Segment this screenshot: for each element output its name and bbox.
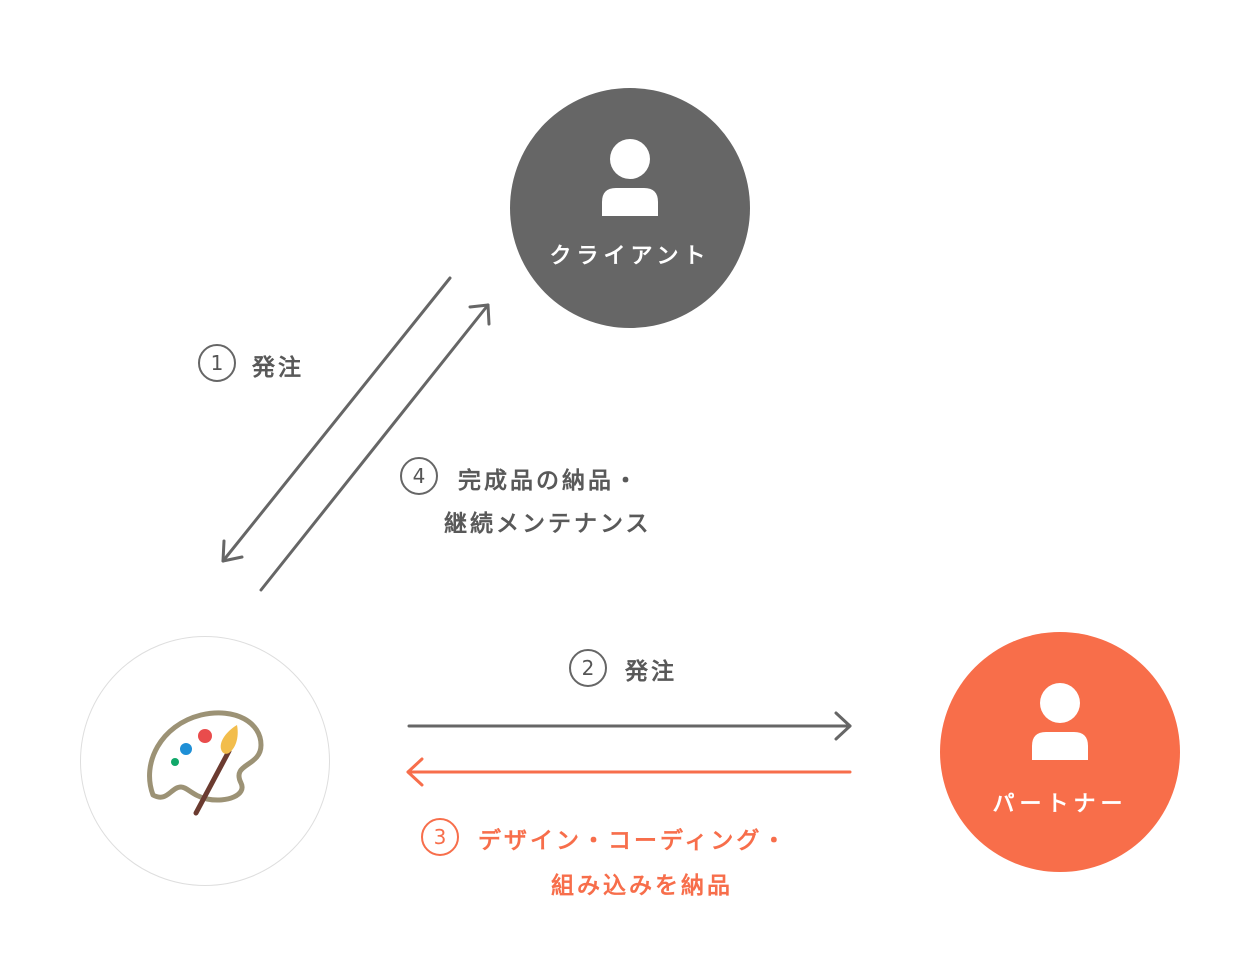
step-2-text: 発注 [625,659,677,685]
arrow-delivery-to-client [259,303,491,592]
step-4-number: 4 [400,457,438,495]
arrow-delivery-to-studio [406,757,852,787]
step-3-text-line2: 組み込みを納品 [551,873,733,899]
arrow-order-to-studio [221,276,452,563]
partner-node: パートナー [940,632,1180,872]
palette-icon [147,710,264,816]
client-label: クライアント [549,244,711,269]
step-3-number: 3 [421,818,459,856]
step-2-number: 2 [569,649,607,687]
arrow-order-to-partner [407,711,852,741]
step-4-text-line2: 継続メンテナンス [444,511,652,537]
step-1-number: 1 [198,344,236,382]
client-node: クライアント [510,88,750,328]
person-icon [602,139,658,216]
step-4-text-line1: 完成品の納品・ [458,468,640,494]
step-1-text: 発注 [252,355,304,381]
studio-node [80,636,330,886]
step-3-text-line1: デザイン・コーディング・ [478,828,789,854]
partner-label: パートナー [992,792,1128,817]
person-icon [1032,683,1088,760]
